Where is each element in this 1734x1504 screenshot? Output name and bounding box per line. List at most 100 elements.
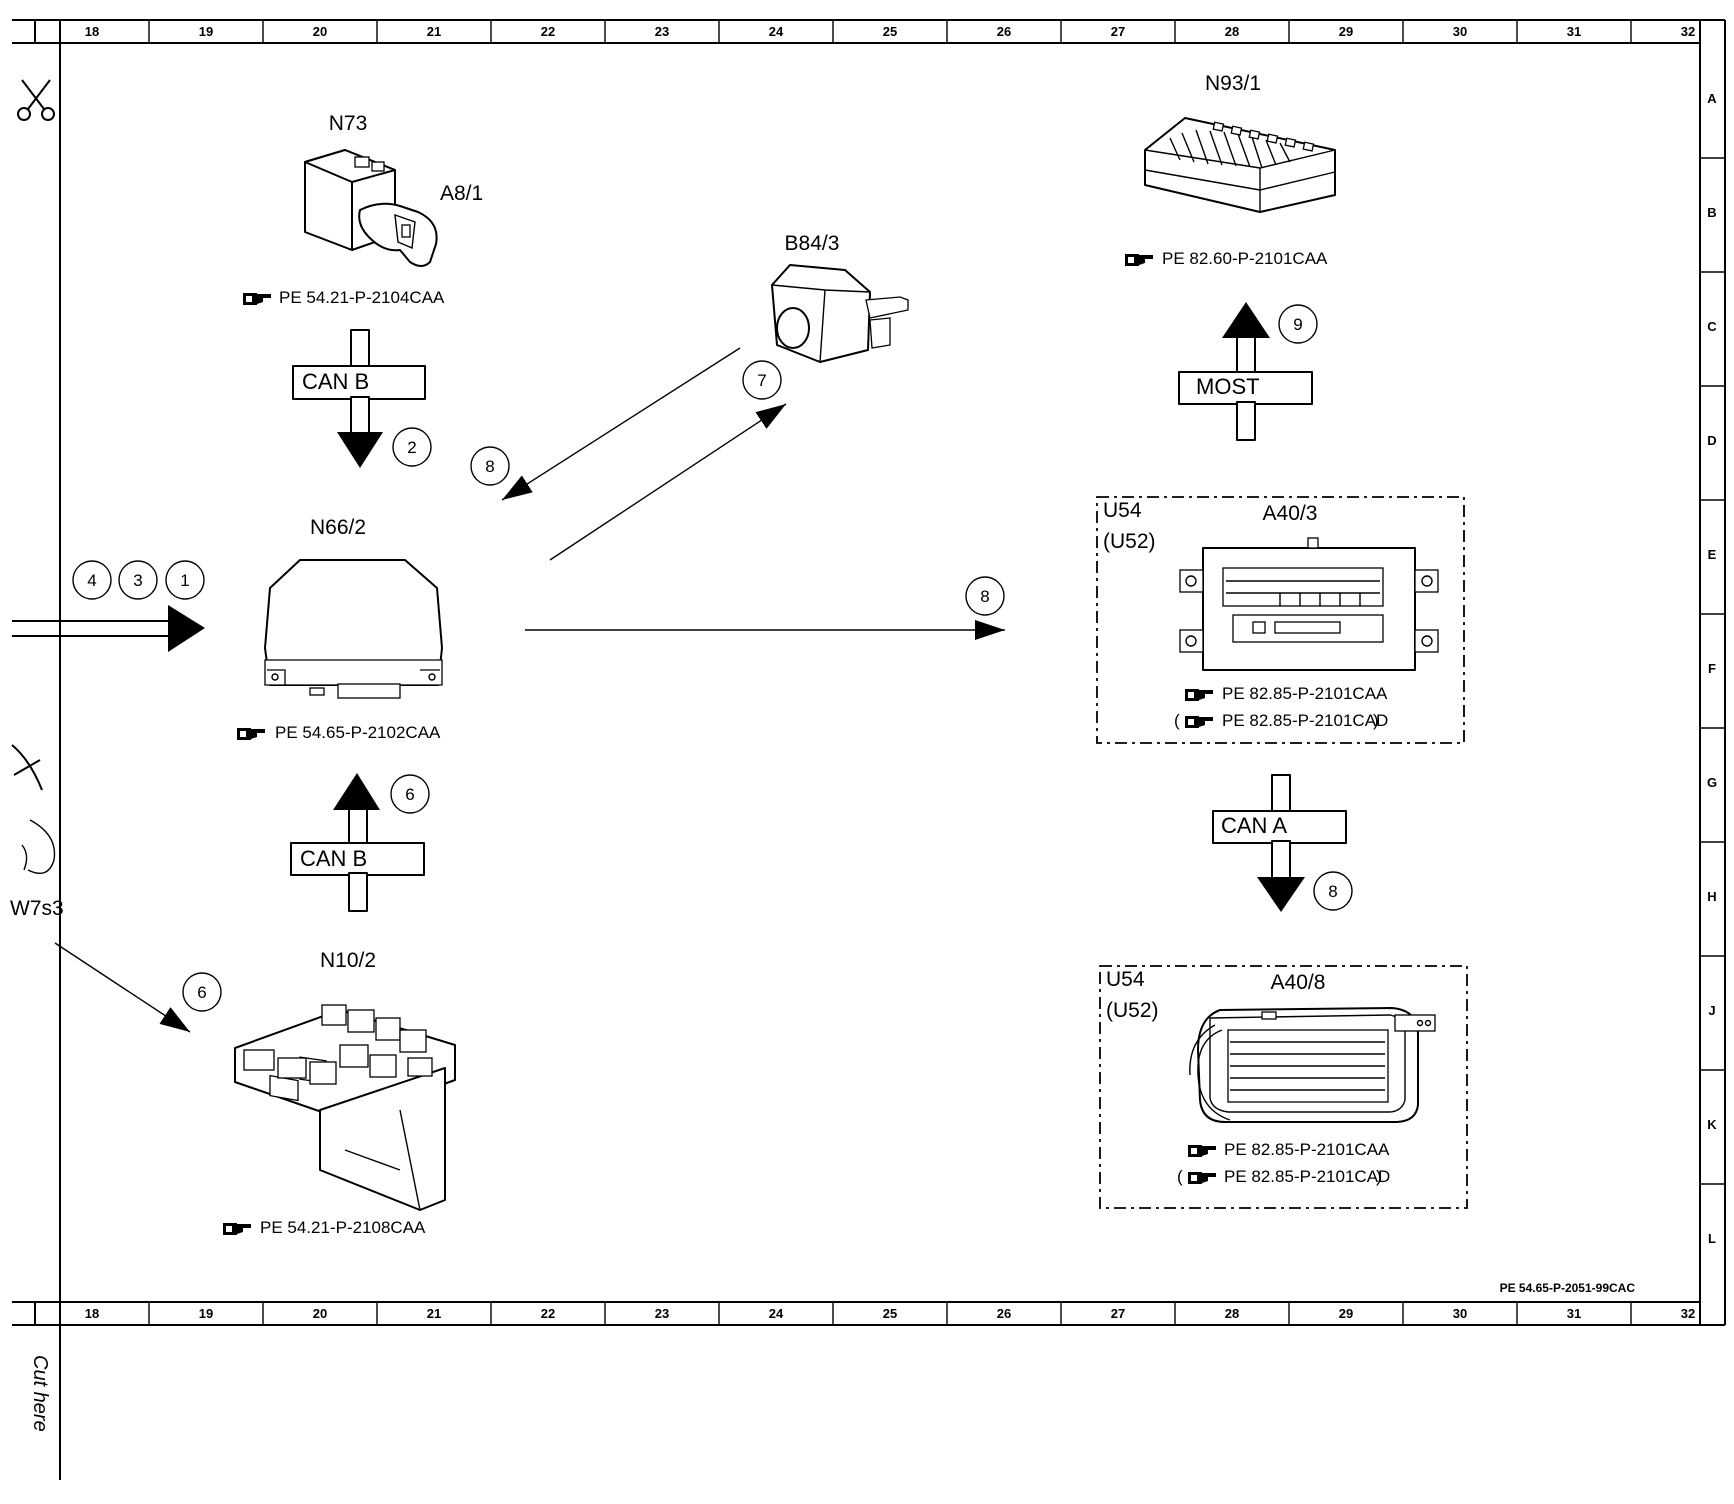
step-badge: 6: [390, 774, 430, 814]
ref-text: PE 82.60-P-2101CAA: [1162, 249, 1328, 268]
pointing-hand-icon: [243, 293, 271, 305]
step-badge: 7: [742, 360, 782, 400]
component-sublabel: A8/1: [440, 182, 483, 205]
ruler-col: 31: [1567, 24, 1581, 39]
ruler-col: 25: [883, 24, 897, 39]
bus-can-b-bottom: CAN B: [290, 773, 425, 912]
step-badge: 9: [1278, 304, 1318, 344]
component-label: N93/1: [1205, 72, 1261, 95]
component-n93-1: N93/1: [1125, 72, 1336, 268]
component-a40-8: U54 (U52) A40/8 PE 82.85-P-2101C: [1099, 965, 1468, 1209]
ruler-col: 28: [1225, 24, 1239, 39]
ruler-row: F: [1708, 661, 1716, 676]
svg-text:): ): [1373, 711, 1379, 730]
bus-label: CAN B: [300, 846, 367, 871]
control-module-icon: [264, 559, 443, 699]
component-label: N10/2: [320, 949, 376, 972]
ref-text: PE 82.85-P-2101CAD: [1224, 1167, 1390, 1186]
group-label-alt: (U52): [1103, 530, 1156, 553]
top-ruler-numbers: 18 19 20 21 22 23 24 25 26 27 28 29 30 3…: [85, 24, 1695, 39]
display-unit-icon: [1189, 1007, 1436, 1123]
component-n73: N73 A8/1 PE 54.21-P-2104CAA: [243, 112, 483, 307]
bus-most: MOST: [1178, 302, 1313, 441]
pointing-hand-icon: [1188, 1145, 1216, 1157]
ruler-col: 20: [313, 1306, 327, 1321]
ref-a40-3-alt: ( PE 82.85-P-2101CAD ): [1174, 711, 1388, 730]
step-badge: 4: [72, 560, 112, 600]
ruler-row: L: [1708, 1231, 1716, 1246]
ruler-row: G: [1707, 775, 1717, 790]
unit-ribs: [1169, 129, 1291, 169]
step-badge: 8: [470, 446, 510, 486]
group-label-alt: (U52): [1106, 999, 1159, 1022]
component-label: N66/2: [310, 516, 366, 539]
ruler-col: 21: [427, 24, 441, 39]
sheet-frame: [12, 19, 1726, 1480]
ruler-col: 22: [541, 1306, 555, 1321]
right-ruler-dividers: [1700, 157, 1725, 1185]
ruler-row: E: [1708, 547, 1717, 562]
ruler-col: 32: [1681, 1306, 1695, 1321]
ruler-row: H: [1707, 889, 1716, 904]
head-unit-icon: [1179, 537, 1439, 671]
cut-here-label: Cut here: [29, 1355, 51, 1432]
ruler-col: 23: [655, 24, 669, 39]
ruler-col: 27: [1111, 24, 1125, 39]
ruler-col: 30: [1453, 24, 1467, 39]
svg-text:8: 8: [1328, 882, 1337, 901]
svg-text:7: 7: [757, 371, 766, 390]
ref-text: PE 82.85-P-2101CAD: [1222, 711, 1388, 730]
svg-text:(: (: [1174, 711, 1180, 730]
svg-text:9: 9: [1293, 315, 1302, 334]
pointing-hand-icon: [1185, 716, 1213, 728]
component-label: A40/3: [1263, 502, 1318, 525]
bottom-ruler-numbers: 18 19 20 21 22 23 24 25 26 27 28 29 30 3…: [85, 1306, 1695, 1321]
bottom-ruler-dividers: [148, 1302, 1632, 1325]
ruler-col: 19: [199, 24, 213, 39]
group-label: U54: [1103, 499, 1142, 522]
ruler-row: K: [1707, 1117, 1717, 1132]
ref-text: PE 54.65-P-2102CAA: [275, 723, 441, 742]
ruler-col: 31: [1567, 1306, 1581, 1321]
ruler-col: 32: [1681, 24, 1695, 39]
ruler-col: 20: [313, 24, 327, 39]
ruler-row: B: [1707, 205, 1716, 220]
ruler-row: C: [1707, 319, 1717, 334]
svg-text:3: 3: [133, 571, 142, 590]
ruler-col: 23: [655, 1306, 669, 1321]
ruler-col: 30: [1453, 1306, 1467, 1321]
switch-label: W7s3: [10, 897, 64, 920]
ref-text: PE 82.85-P-2101CAA: [1222, 684, 1388, 703]
signal-arrow: [501, 347, 741, 501]
ruler-col: 26: [997, 24, 1011, 39]
svg-text:8: 8: [485, 457, 494, 476]
ref-n73: PE 54.21-P-2104CAA: [243, 288, 445, 307]
ruler-col: 28: [1225, 1306, 1239, 1321]
ignition-switch-icon: [304, 149, 438, 267]
pointing-hand-icon: [223, 1223, 251, 1235]
bus-label: CAN B: [302, 369, 369, 394]
component-n10-2: N10/2 PE 54.21-P-2108CAA: [223, 949, 456, 1237]
step-badge: 6: [182, 972, 222, 1012]
document-code: PE 54.65-P-2051-99CAC: [1500, 1281, 1636, 1295]
svg-text:): ): [1376, 1167, 1382, 1186]
ref-a40-8: PE 82.85-P-2101CAA: [1188, 1140, 1390, 1159]
step-badge: 1: [165, 560, 205, 600]
svg-text:6: 6: [197, 983, 206, 1002]
ref-text: PE 54.21-P-2108CAA: [260, 1218, 426, 1237]
ruler-col: 18: [85, 24, 99, 39]
control-unit-icon: [1144, 117, 1336, 213]
ref-n66-2: PE 54.65-P-2102CAA: [237, 723, 441, 742]
ruler-col: 26: [997, 1306, 1011, 1321]
step-badge: 8: [965, 576, 1005, 616]
svg-text:(: (: [1177, 1167, 1183, 1186]
ruler-row: D: [1707, 433, 1716, 448]
signal-arrow: [549, 403, 787, 561]
ref-n10-2: PE 54.21-P-2108CAA: [223, 1218, 426, 1237]
pointing-hand-icon: [1125, 254, 1153, 266]
ruler-col: 29: [1339, 1306, 1353, 1321]
bus-label: MOST: [1196, 374, 1260, 399]
component-a40-3: U54 (U52) A40/3: [1096, 496, 1465, 744]
svg-text:1: 1: [180, 571, 189, 590]
signal-arrow: [54, 942, 191, 1033]
